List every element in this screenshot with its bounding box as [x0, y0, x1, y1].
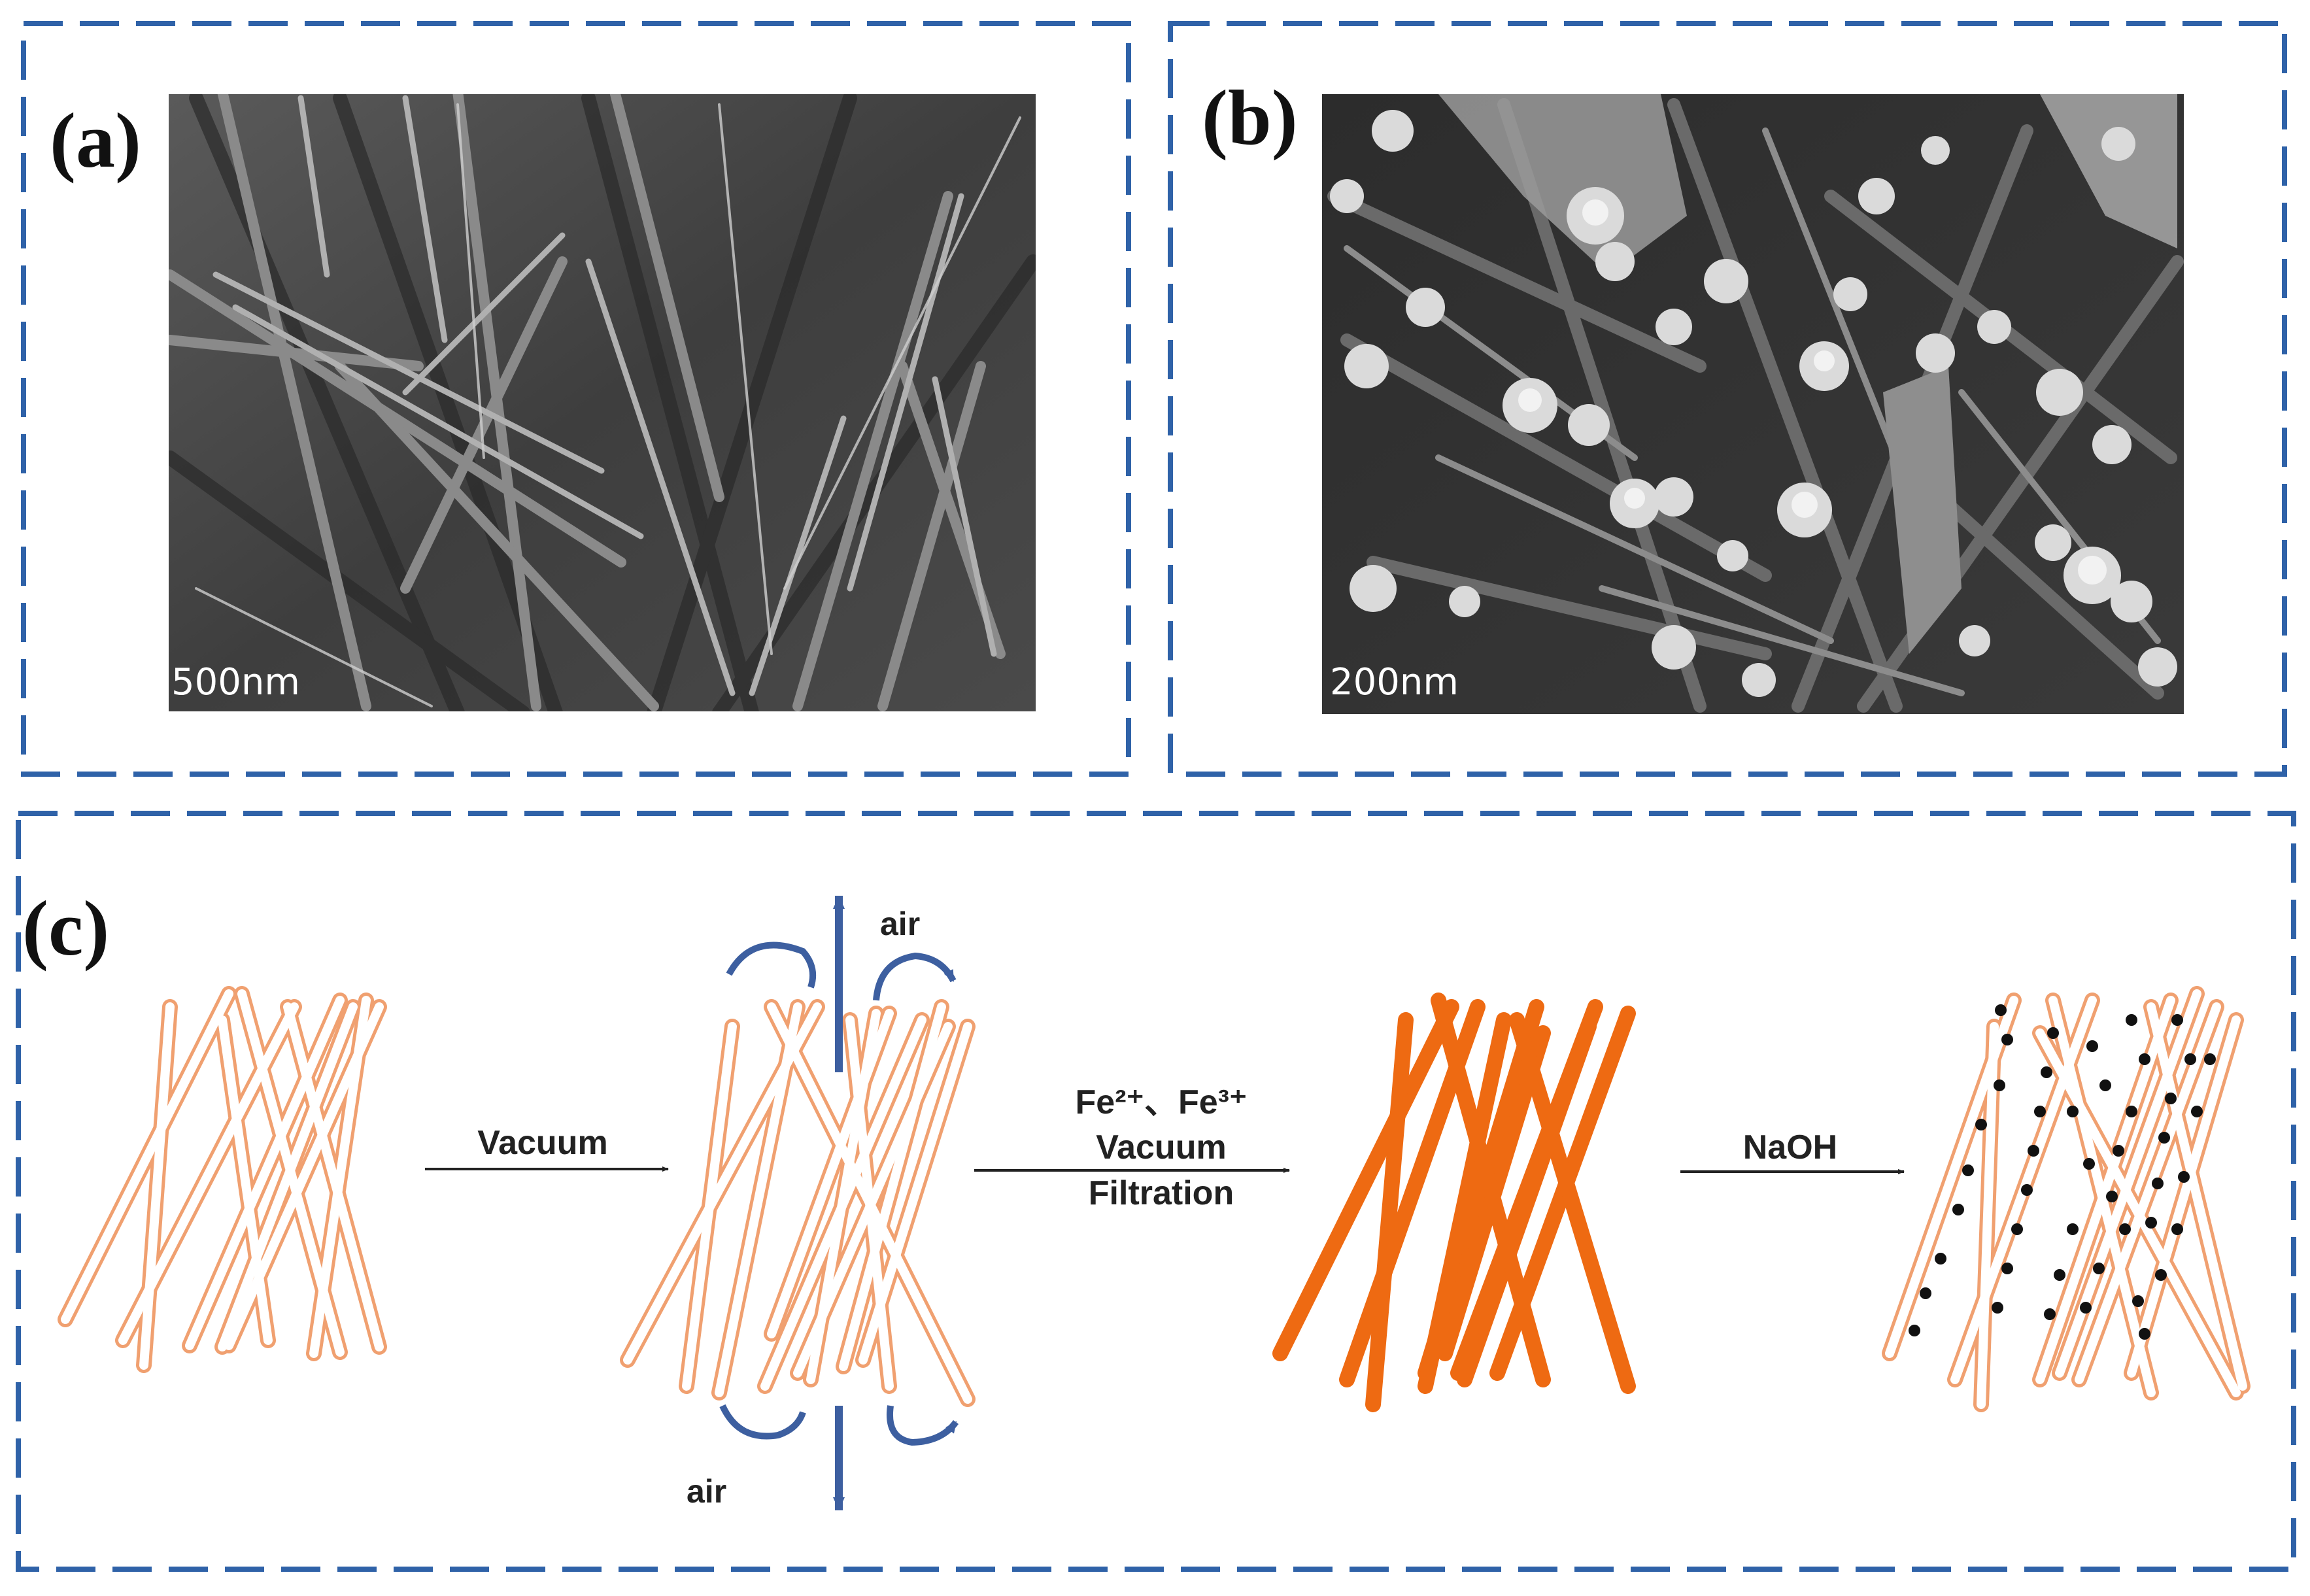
air-curl-bottom-right [887, 1405, 959, 1446]
panel-b-frame [1168, 21, 2287, 777]
air-label-top: air [880, 906, 920, 942]
panel-a-frame [21, 21, 1131, 777]
panel-c-label: (c) [22, 885, 109, 972]
air-curl-bottom-left [719, 1404, 806, 1440]
step-naoh-label: NaOH [1743, 1129, 1837, 1166]
step-vacuum-label: Vacuum [477, 1124, 607, 1162]
step-vacuum2-label: Vacuum [1096, 1129, 1226, 1166]
air-curl-top-right [873, 952, 957, 1001]
scale-bar-a: 500nm [171, 661, 300, 704]
fiber-bundle-vacuum [620, 999, 976, 1407]
airflow-indicator: air air [687, 896, 959, 1510]
scale-bar-b: 200nm [1330, 661, 1459, 704]
step-naoh: NaOH [1680, 1129, 1905, 1174]
fiber-bundle-fe-loaded [1272, 993, 1636, 1412]
sem-image-a [169, 94, 1036, 711]
fiber-bundle-particles [1882, 986, 2251, 1412]
air-curl-top-left [726, 942, 816, 989]
step-vacuum: Vacuum [425, 1124, 669, 1172]
fiber-bundle-raw [58, 986, 387, 1373]
panel-a-label: (a) [50, 97, 141, 184]
step-filtration-label: Filtration [1089, 1174, 1234, 1212]
air-label-bottom: air [687, 1473, 726, 1510]
sem-image-b [1322, 94, 2184, 714]
step-fe-label: Fe²⁺、Fe³⁺ [1076, 1083, 1248, 1121]
panel-b-label: (b) [1202, 74, 1298, 161]
step-fe-vacuum-filtration: Fe²⁺、Fe³⁺ Vacuum Filtration [974, 1083, 1290, 1212]
panel-c-frame [16, 811, 2296, 1572]
fe3o4-particles [1909, 1004, 2216, 1340]
